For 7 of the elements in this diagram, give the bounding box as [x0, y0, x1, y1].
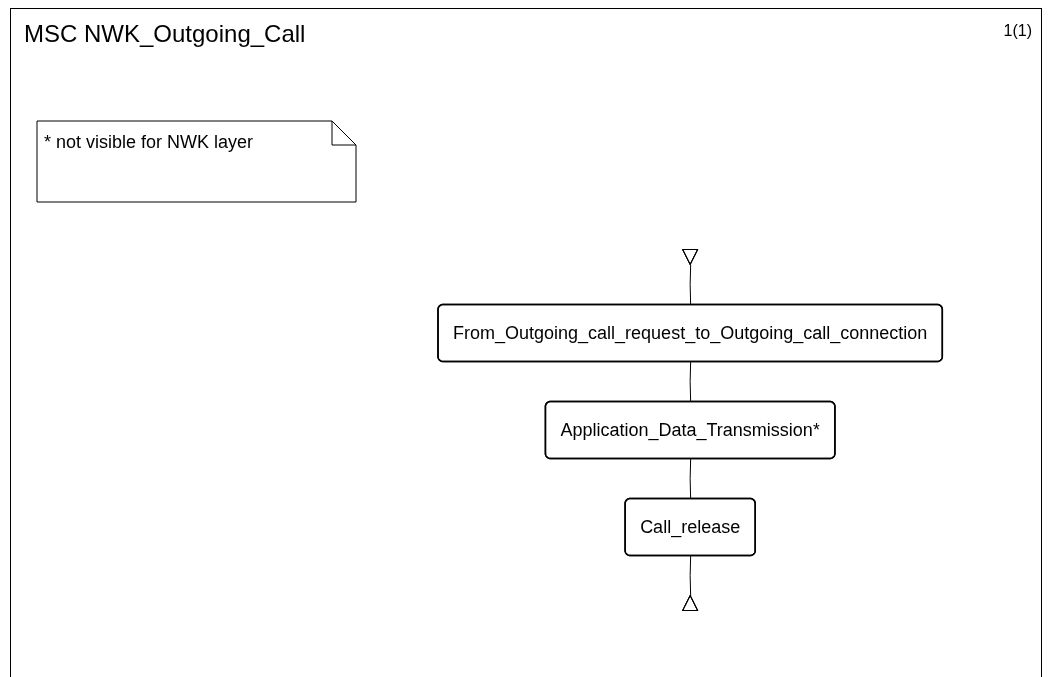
connector: [689, 361, 691, 403]
note-text: * not visible for NWK layer: [44, 132, 254, 153]
page-number: 1(1): [1003, 22, 1032, 40]
diagram-title: MSC NWK_Outgoing_Call: [24, 20, 306, 48]
connector: [689, 555, 691, 597]
connector: [689, 458, 691, 500]
connector: [689, 264, 691, 306]
